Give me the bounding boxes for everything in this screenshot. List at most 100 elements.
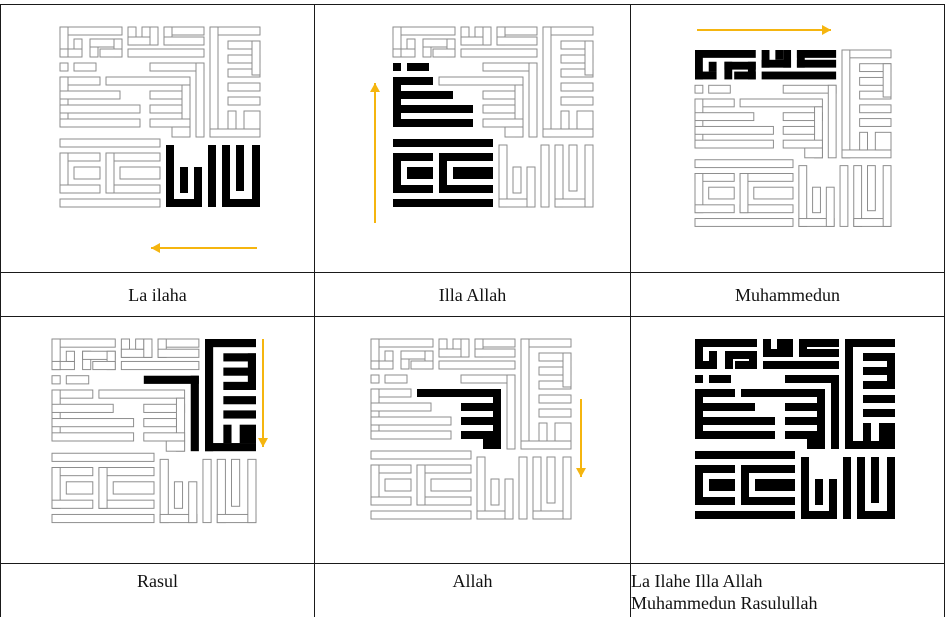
stroke-la-ilaha [843, 457, 851, 519]
stroke-allah [783, 126, 814, 134]
stroke-rasul [191, 376, 199, 451]
stroke-muhammedun [93, 361, 115, 369]
stroke-rasul [529, 63, 537, 137]
stroke-rasul [860, 119, 891, 127]
stroke-la-ilaha [840, 166, 848, 227]
caption-complete: La Ilahe Illa Allah Muhammedun Rasululla… [631, 564, 944, 617]
stroke-la-ilaha [194, 167, 202, 207]
stroke-illa-allah [52, 433, 134, 441]
stroke-rasul [228, 111, 236, 129]
stroke-rasul [842, 50, 850, 158]
stroke-muhammedun [453, 339, 461, 349]
stroke-illa-allah [741, 465, 795, 473]
stroke-illa-allah [385, 375, 407, 383]
stroke-illa-allah [439, 153, 447, 193]
stroke-allah [417, 389, 501, 397]
panel-rasul [1, 317, 314, 563]
caption-muhammedun: Muhammedun [631, 273, 944, 316]
stroke-allah [106, 77, 190, 85]
stroke-rasul [539, 409, 571, 417]
stroke-la-ilaha [513, 167, 521, 193]
stroke-illa-allah [60, 63, 68, 71]
stroke-illa-allah [371, 417, 451, 425]
stroke-rasul [205, 339, 213, 451]
stroke-illa-allah [393, 185, 433, 193]
stroke-la-ilaha [799, 166, 807, 227]
stroke-allah [741, 389, 825, 397]
stroke-rasul [561, 111, 569, 129]
stroke-la-ilaha [533, 457, 541, 519]
stroke-allah [483, 119, 523, 127]
stroke-illa-allah [695, 417, 775, 425]
stroke-muhammedun [709, 351, 717, 361]
stroke-la-ilaha [499, 145, 507, 207]
stroke-la-ilaha [547, 457, 555, 503]
stroke-muhammedun [371, 361, 379, 369]
stroke-allah [166, 441, 184, 451]
stroke-rasul [543, 129, 593, 137]
stroke-la-ilaha [174, 482, 182, 509]
stroke-allah [461, 431, 501, 439]
stroke-la-ilaha [491, 479, 499, 505]
stroke-illa-allah [393, 139, 493, 147]
stroke-illa-allah [453, 167, 493, 179]
stroke-illa-allah [695, 205, 734, 213]
stroke-illa-allah [371, 451, 471, 459]
stroke-rasul [252, 41, 260, 75]
stroke-muhammedun [475, 349, 515, 357]
stroke-la-ilaha [854, 166, 862, 227]
stroke-muhammedun [483, 27, 491, 45]
stroke-illa-allah [393, 119, 473, 127]
stroke-rasul [863, 409, 895, 417]
stroke-illa-allah [52, 419, 134, 427]
stroke-rasul [543, 27, 551, 137]
stroke-rasul [879, 423, 895, 441]
stroke-muhammedun [393, 27, 455, 35]
stroke-la-ilaha [555, 145, 563, 207]
stroke-illa-allah [695, 126, 773, 134]
arrow-head [822, 25, 831, 35]
stroke-la-ilaha [826, 187, 834, 226]
stroke-illa-allah [695, 375, 703, 383]
stroke-illa-allah [695, 140, 773, 148]
panel-la-ilaha [1, 5, 314, 272]
stroke-muhammedun [128, 49, 204, 57]
stroke-illa-allah [754, 187, 793, 199]
stroke-illa-allah [709, 187, 734, 199]
stroke-illa-allah [52, 376, 60, 384]
stroke-rasul [845, 339, 853, 449]
stroke-illa-allah [60, 185, 100, 193]
stroke-allah [461, 417, 493, 425]
stroke-la-ilaha [585, 145, 593, 207]
panel-illa-allah [315, 5, 630, 272]
stroke-rasul [539, 423, 547, 441]
stroke-rasul [863, 395, 895, 403]
stroke-illa-allah [393, 63, 401, 71]
stroke-rasul [223, 396, 256, 404]
stroke-allah [150, 105, 182, 113]
stroke-muhammedun [371, 339, 433, 347]
stroke-illa-allah [695, 85, 703, 93]
stroke-muhammedun [475, 27, 483, 37]
stroke-muhammedun [136, 339, 144, 349]
stroke-allah [807, 439, 825, 449]
stroke-la-ilaha [222, 145, 230, 207]
stroke-rasul [507, 375, 515, 449]
stroke-illa-allah [60, 105, 140, 113]
panel-muhammedun [631, 5, 944, 272]
arrow-head [576, 468, 586, 477]
stroke-illa-allah [60, 91, 120, 99]
stroke-illa-allah [60, 119, 140, 127]
caption-la-ilaha: La ilaha [1, 273, 314, 316]
stroke-allah [150, 119, 190, 127]
stroke-illa-allah [695, 431, 775, 439]
stroke-muhammedun [762, 72, 836, 80]
stroke-illa-allah [106, 153, 114, 193]
stroke-la-ilaha [527, 167, 535, 207]
stroke-illa-allah [695, 511, 795, 519]
stroke-rasul [828, 85, 836, 158]
stroke-la-ilaha [180, 167, 188, 193]
stroke-muhammedun [121, 361, 199, 369]
stroke-illa-allah [113, 482, 154, 494]
stroke-allah [785, 431, 825, 439]
